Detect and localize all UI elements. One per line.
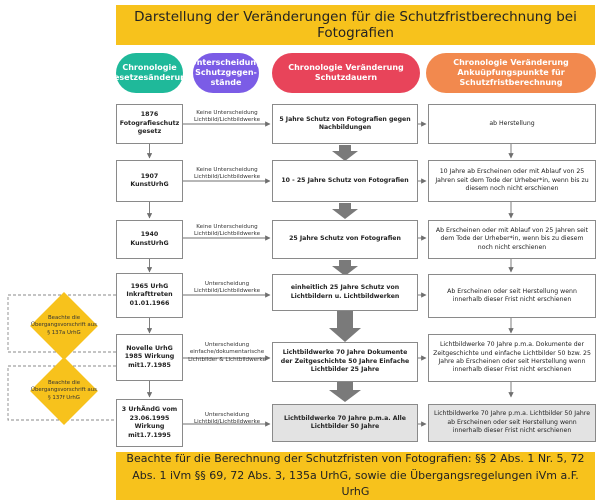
law-box-1907: 1907 KunstUrhG [116,160,183,202]
duration-box-1876: 5 Jahre Schutz von Fotografien gegen Nac… [272,104,418,144]
diagram-title: Darstellung der Veränderungen für die Sc… [116,5,595,45]
anchor-box-1995: Lichtbildwerke 70 Jahre p.m.a. Lichtbild… [428,404,596,442]
header-anchor-chronology: Chronologie Veränderung Ankuüpfungspunkt… [426,53,596,93]
header-law-chronology: Chronologie Gesetzesänderung [107,53,192,93]
note-text: Beachte die Übergangsvorschrift aus § 13… [31,380,97,401]
anchor-box-1940: Ab Erscheinen oder mit Ablauf von 25 Jah… [428,220,596,259]
note-text: Beachte die Übergangsvorschrift aus § 13… [31,315,97,336]
law-box-1965: 1965 UrhG Inkrafttreten 01.01.1966 [116,273,183,318]
distinction-label-1985: Unterscheidung einfache/dokumentarische … [188,342,266,363]
duration-box-1940: 25 Jahre Schutz von Fotografien [272,220,418,259]
distinction-label-1907: Keine Unterscheidung Lichtbild/Lichtbild… [193,166,261,180]
header-subject-distinction: Unterscheidung Schutzgegen-stände [190,53,262,93]
distinction-label-1965: Unterscheidung Lichtbild/Lichtbildwerke [193,280,261,294]
anchor-box-1876: ab Herstellung [428,104,596,144]
distinction-label-1995: Unterscheidung Lichtbild/Lichtbildwerke [193,411,261,425]
duration-box-1965: einheitlich 25 Jahre Schutz von Lichtbil… [272,274,418,311]
header-duration-chronology: Chronologie Veränderung Schutzdauern [272,53,420,93]
legal-footer-note: Beachte für die Berechnung der Schutzfri… [116,452,595,500]
distinction-label-1940: Keine Unterscheidung Lichtbild/Lichtbild… [193,223,261,237]
law-box-1876: 1876 Fotografieschutz gesetz [116,104,183,144]
note-transition-137f: Beachte die Übergangsvorschrift aus § 13… [30,357,98,425]
note-transition-137a: Beachte die Übergangsvorschrift aus § 13… [30,292,98,360]
anchor-box-1907: 10 Jahre ab Erscheinen oder mit Ablauf v… [428,160,596,202]
duration-box-1907: 10 - 25 Jahre Schutz von Fotografien [272,160,418,202]
duration-box-1995: Lichtbildwerke 70 Jahre p.m.a. Alle Lich… [272,404,418,442]
duration-box-1985: Lichtbildwerke 70 Jahre Dokumente der Ze… [272,342,418,382]
law-box-1995: 3 UrhÄndG vom 23.06.1995 Wirkung mit1.7.… [116,399,183,447]
distinction-label-1876: Keine Unterscheidung Lichtbild/Lichtbild… [193,109,261,123]
law-box-1985: Novelle UrhG 1985 Wirkung mit1.7.1985 [116,334,183,381]
law-box-1940: 1940 KunstUrhG [116,220,183,259]
anchor-box-1965: Ab Erscheinen oder seit Herstellung wenn… [428,274,596,318]
anchor-box-1985: Lichtbildwerke 70 Jahre p.m.a. Dokumente… [428,334,596,382]
